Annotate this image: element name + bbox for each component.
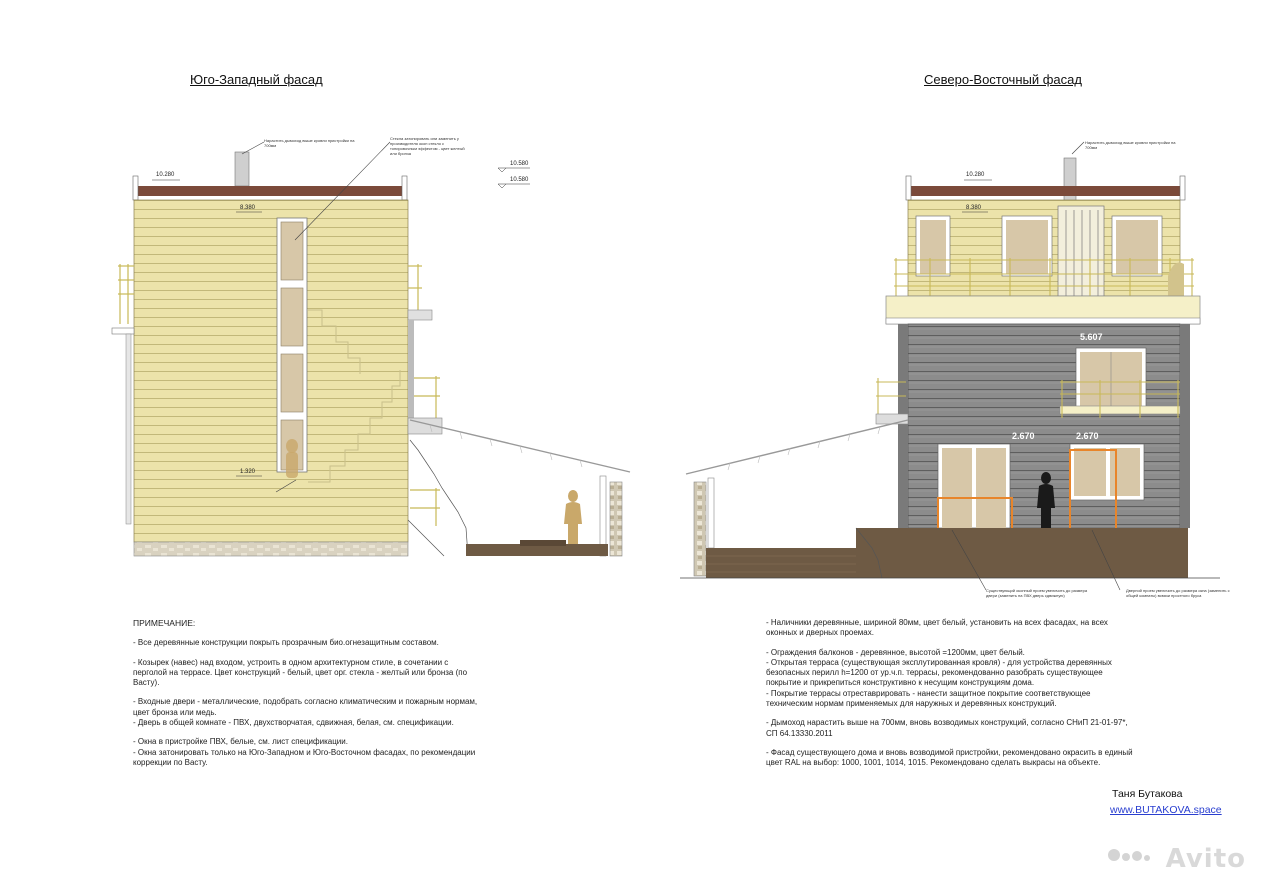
- ne-window-note: Существующий оконный проем увеличить до …: [986, 588, 1088, 598]
- avito-logo-icon: [1108, 848, 1152, 866]
- author-name: Таня Бутакова: [1112, 788, 1183, 800]
- sw-chimney: [234, 151, 250, 187]
- sw-main-wall: [133, 199, 409, 543]
- note-right-4: - Фасад существующего дома и вновь возво…: [766, 747, 1133, 768]
- note-left-3: - Входные двери - металлические, подобра…: [133, 697, 478, 728]
- sw-left-rail: [118, 264, 134, 324]
- ne-door-note: Дверной проем увеличить до размера окна …: [1126, 588, 1230, 598]
- sw-floor-level: 8.380: [240, 205, 256, 211]
- ne-person-silhouette: [1037, 472, 1055, 530]
- southwest-facade-drawing: [111, 141, 631, 557]
- sw-terrace: [466, 544, 608, 556]
- ne-floor-level: 8.380: [966, 205, 982, 211]
- avito-watermark: Avito: [1165, 844, 1246, 874]
- ne-mark-right-door: 2.670: [1076, 431, 1099, 441]
- sw-person-silhouette: [564, 490, 582, 544]
- sw-roof-level: 10.280: [156, 172, 175, 178]
- note-left-2: - Козырек (навес) над входом, устроить в…: [133, 657, 468, 688]
- northeast-facade-drawing: [680, 141, 1220, 591]
- sw-top-level-2: 10.580: [510, 177, 529, 183]
- ne-roof-level: 10.280: [966, 172, 985, 178]
- ne-mark-left-door: 2.670: [1012, 431, 1035, 441]
- sw-right-rail: [408, 264, 440, 526]
- sw-low-level: 1.320: [240, 469, 256, 475]
- notes-left: ПРИМЕЧАНИЕ: - Все деревянные конструкции…: [133, 618, 553, 777]
- sw-chimney-note: Нарастить дымоход выше кровли пристройки…: [264, 138, 355, 148]
- note-left-4: - Окна в пристройке ПВХ, белые, см. лист…: [133, 737, 476, 767]
- ne-pergola: [685, 419, 909, 475]
- southwest-facade-title: Юго-Западный фасад: [190, 72, 323, 87]
- sw-glass-note: Стекла затонировать или заменить у произ…: [390, 136, 465, 156]
- note-left-1: - Все деревянные конструкции покрыть про…: [133, 638, 439, 648]
- ne-roof-cap: [908, 186, 1184, 196]
- author-site-link[interactable]: www.BUTAKOVA.space: [1110, 804, 1222, 816]
- notes-heading: ПРИМЕЧАНИЕ:: [133, 618, 196, 628]
- sw-foundation: [133, 541, 409, 557]
- notes-right: - Наличники деревянные, шириной 80мм, цв…: [766, 618, 1206, 778]
- ne-chimney-note: Нарастить дымоход выше кровли пристройки…: [1085, 140, 1176, 150]
- northeast-facade-title: Северо-Восточный фасад: [924, 72, 1082, 87]
- sw-top-level-1: 10.580: [510, 161, 529, 167]
- ne-mark-balcony: 5.607: [1080, 332, 1103, 342]
- ne-mid-balcony-rail: [1059, 405, 1181, 415]
- note-right-1: - Наличники деревянные, шириной 80мм, цв…: [766, 618, 1108, 638]
- note-right-3: - Дымоход нарастить выше на 700мм, вновь…: [766, 718, 1128, 738]
- sw-stair-shadow: [308, 370, 401, 483]
- sw-exterior-stair: [407, 439, 469, 557]
- sw-roof-cap: [136, 186, 404, 196]
- note-right-2: - Ограждения балконов - деревянное, высо…: [766, 647, 1112, 709]
- ne-foundation: [856, 528, 1188, 578]
